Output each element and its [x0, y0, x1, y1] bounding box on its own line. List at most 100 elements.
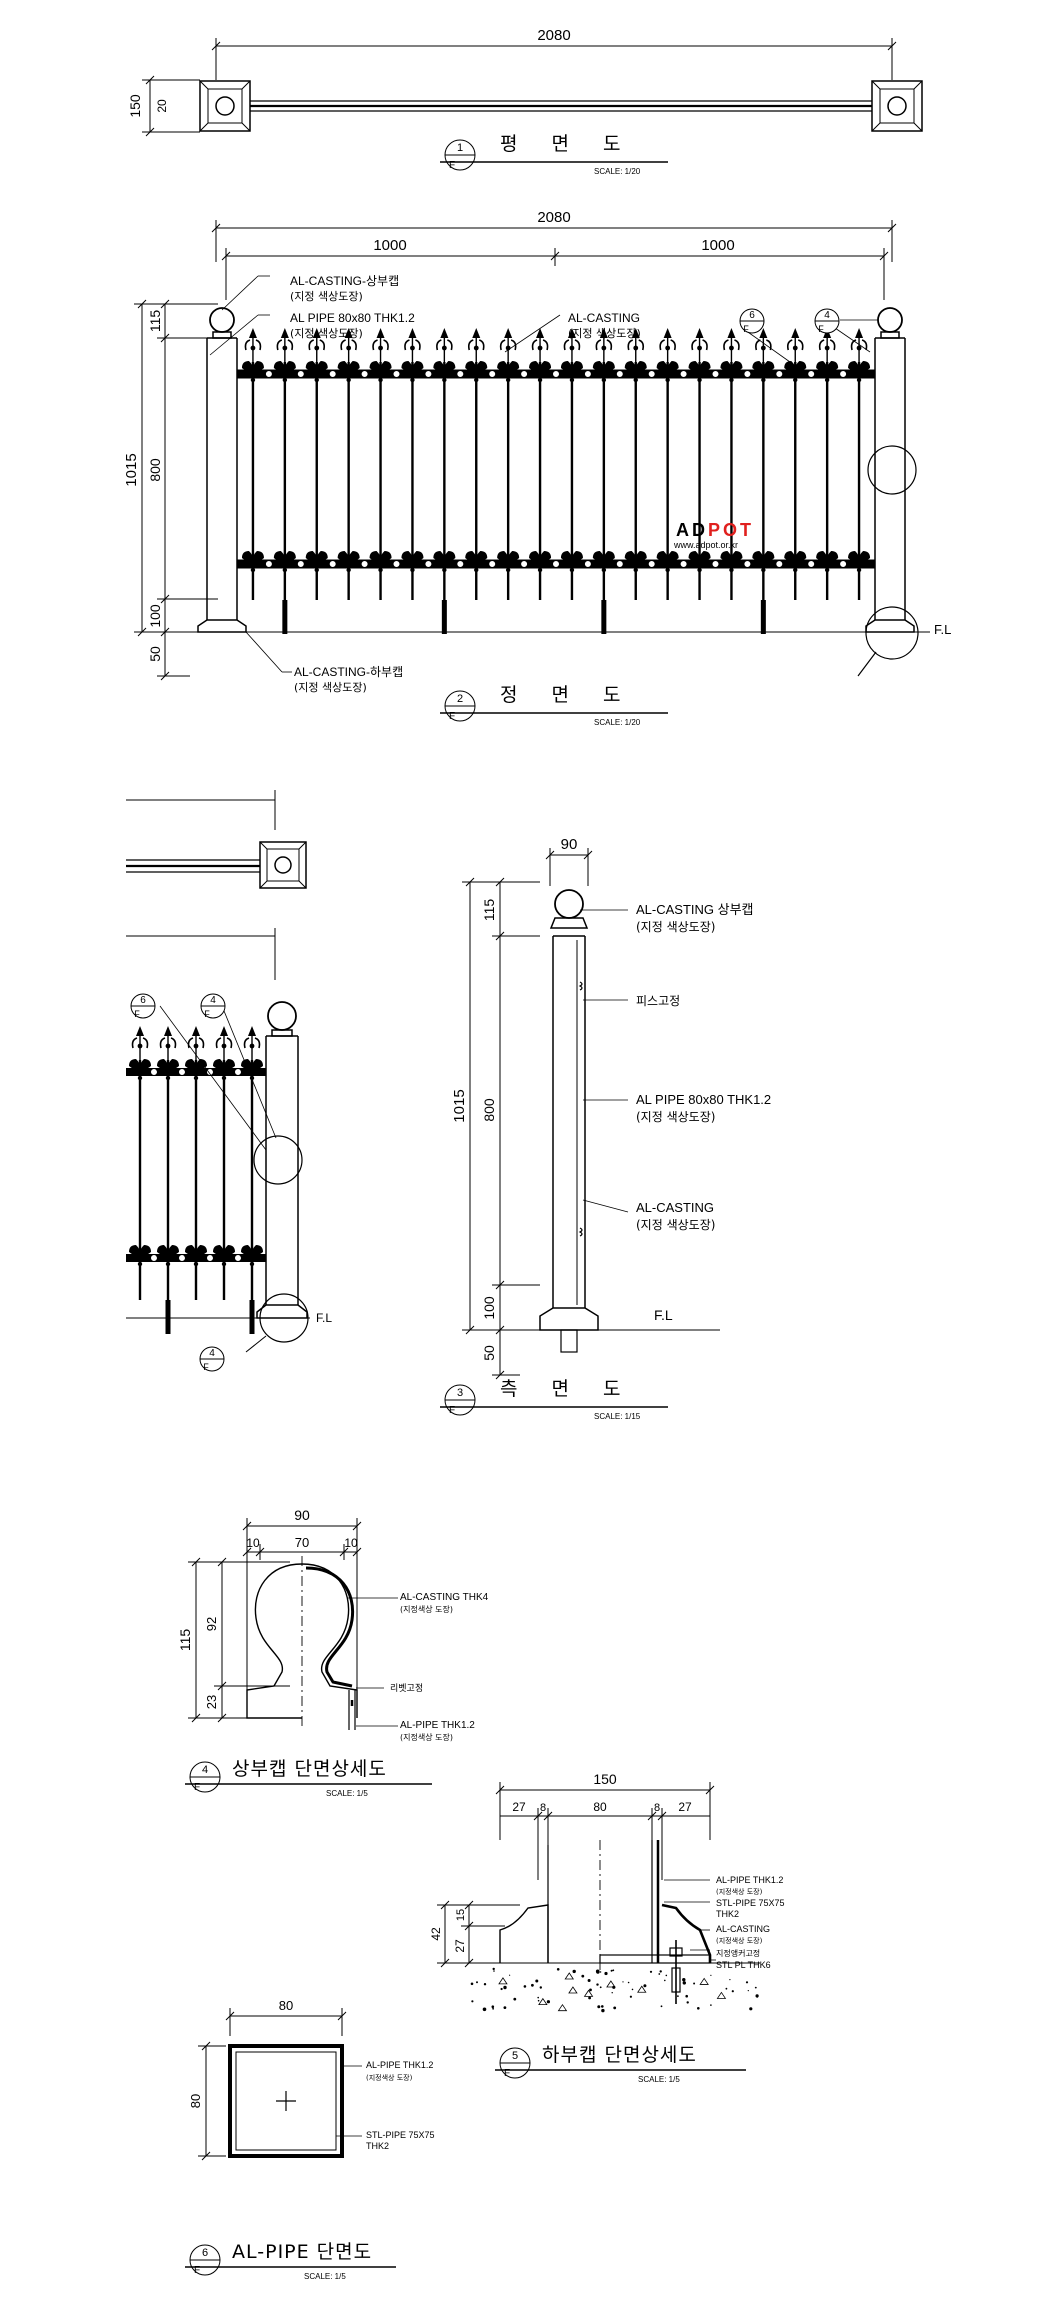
- concrete-dot: [513, 1997, 517, 2001]
- bottom-cap-callout-lines: [664, 1879, 716, 1961]
- concrete-aggregate: [538, 1997, 548, 2006]
- concrete-dot: [471, 2000, 474, 2003]
- picket: [368, 327, 393, 600]
- concrete-dot: [482, 2007, 487, 2012]
- top-cap-title-number: 4: [202, 1764, 208, 1776]
- side-callout-casting: AL-CASTING: [636, 1200, 714, 1215]
- rail-rosette: [552, 370, 560, 568]
- front-bubble-4-no: 4: [824, 310, 830, 321]
- concrete-dot: [599, 1986, 602, 1989]
- top-cap-title-scale: SCALE: 1/5: [326, 1789, 368, 1798]
- front-dimension-lines: [211, 220, 897, 300]
- concrete-dot: [539, 1986, 542, 1989]
- pipe-section-callout-pipe-note: (지정색상 도장): [366, 2073, 413, 2082]
- front-view: 2080 1000 1000 1015 115 800 100 50 F.L: [123, 209, 951, 727]
- pipe-section-callout-pipe: AL-PIPE THK1.2: [366, 2060, 433, 2070]
- picket: [496, 327, 521, 600]
- bottom-cap-title-number: 5: [512, 2050, 518, 2062]
- partial-callout-lines: [159, 1005, 277, 1151]
- bottom-cap-dim-h2: 15: [455, 1909, 467, 1921]
- concrete-dot: [503, 2006, 507, 2009]
- rail-rosette: [234, 1068, 242, 1262]
- concrete-dot: [572, 1969, 576, 1974]
- rail-rosette: [520, 370, 529, 568]
- rail-rosette: [150, 1068, 158, 1262]
- plan-dim-side-a: 150: [127, 94, 143, 118]
- top-cap-callout-rivet: 리벳고정: [390, 1683, 423, 1694]
- top-cap-dim-c: 10: [344, 1536, 358, 1550]
- partial-floor-label: F.L: [316, 1311, 332, 1325]
- partial-bubble-4: 4 F: [200, 993, 226, 1019]
- plan-rail: [250, 100, 872, 112]
- pipe-section-dimension-lines: [198, 2008, 347, 2161]
- concrete-dot: [546, 2000, 551, 2004]
- concrete-dot: [537, 1996, 539, 1999]
- pipe-section-title-sheet: F: [194, 2265, 200, 2276]
- bottom-cap-title-block: 5 F 하부캡 단면상세도 SCALE: 1/5: [495, 2044, 746, 2084]
- concrete-aggregate: [716, 1991, 727, 1999]
- front-callout-top-cap: AL-CASTING-상부캡: [290, 274, 399, 288]
- concrete-dot: [622, 1981, 624, 1983]
- picket: [212, 1025, 236, 1300]
- pipe-section-callout-lines: [336, 2065, 362, 2137]
- bottom-cap-section: [470, 1840, 760, 2004]
- concrete-dot: [756, 1996, 758, 1998]
- concrete-aggregate: [498, 1977, 508, 1985]
- picket: [591, 327, 616, 634]
- picket: [464, 327, 489, 600]
- rail-rosette: [328, 370, 337, 568]
- concrete-dot: [677, 1995, 679, 1997]
- concrete-dot: [629, 1995, 633, 1998]
- picket: [272, 327, 297, 634]
- plan-title-name: 평 면 도: [500, 133, 635, 155]
- picket: [184, 1025, 208, 1300]
- concrete-dot: [509, 1974, 511, 1976]
- watermark: ADPOT www.adpot.or.kr: [673, 520, 751, 550]
- concrete-dot: [682, 1978, 686, 1982]
- concrete-dot: [523, 1985, 527, 1988]
- concrete-dot: [613, 2006, 617, 2010]
- rail-rosette: [711, 370, 720, 568]
- picket: [528, 327, 552, 600]
- bottom-cap-callout-pipe: AL-PIPE THK1.2: [716, 1875, 783, 1885]
- picket: [655, 327, 680, 600]
- partial-bubble-4-sheet: F: [204, 1009, 210, 1019]
- front-pickets: [241, 327, 871, 634]
- bottom-cap-dim-seg-1: 27: [512, 1800, 526, 1814]
- bottom-cap-detail: 150 27 8 80 8 27 42 27 15 AL-PIPE THK1.2…: [429, 1771, 785, 2084]
- partial-bubble-6-no: 6: [140, 995, 146, 1006]
- front-floor-label: F.L: [934, 622, 951, 637]
- front-callout-pipe: AL PIPE 80x80 THK1.2: [290, 311, 415, 325]
- plan-dim-side-b: 20: [155, 99, 169, 113]
- top-cap-dim-total: 90: [294, 1507, 310, 1523]
- front-dim-mid: 800: [147, 458, 163, 482]
- side-dim-top: 115: [481, 899, 497, 922]
- front-dim-right: 1000: [701, 237, 734, 254]
- concrete-dot: [659, 1970, 662, 1973]
- front-callout-pipe-note: (지정 색상도장): [290, 327, 363, 340]
- partial-bubble-6-sheet: F: [134, 1009, 140, 1019]
- side-callout-casting-note: (지정 색상도장): [636, 1218, 715, 1232]
- top-cap-detail: 90 10 70 10 115 92 23 AL-CASTING THK4 (지…: [177, 1507, 489, 1798]
- concrete-aggregate: [699, 1977, 709, 1985]
- top-cap-callout-casting: AL-CASTING THK4: [400, 1592, 489, 1603]
- front-post-left: [197, 307, 247, 633]
- rail-rosette: [775, 370, 784, 568]
- bottom-cap-callout-stl: STL-PIPE 75X75: [716, 1898, 785, 1908]
- picket: [128, 1025, 152, 1300]
- rail-rosette: [488, 370, 497, 568]
- pipe-section-callout-stl: STL-PIPE 75X75: [366, 2130, 435, 2140]
- top-cap-callout-lines: [348, 1597, 398, 1727]
- front-dim-total-h: 1015: [123, 453, 140, 486]
- concrete-dot: [596, 1983, 599, 1986]
- picket: [240, 1025, 264, 1334]
- top-cap-section: [246, 1556, 358, 1730]
- concrete-aggregate: [637, 1985, 647, 1993]
- side-view: 90 1015 115 800 100 50 F.L AL-CASTING 상부…: [440, 836, 771, 1421]
- front-callout-casting-note: (지정 색상도장): [568, 327, 641, 340]
- bottom-cap-callout-plate: STL PL THK6: [716, 1960, 771, 1970]
- concrete-dot: [492, 1967, 495, 1971]
- picket: [336, 327, 361, 600]
- bottom-cap-title-sheet: F: [504, 2068, 510, 2079]
- pipe-section-profile: [228, 2044, 344, 2158]
